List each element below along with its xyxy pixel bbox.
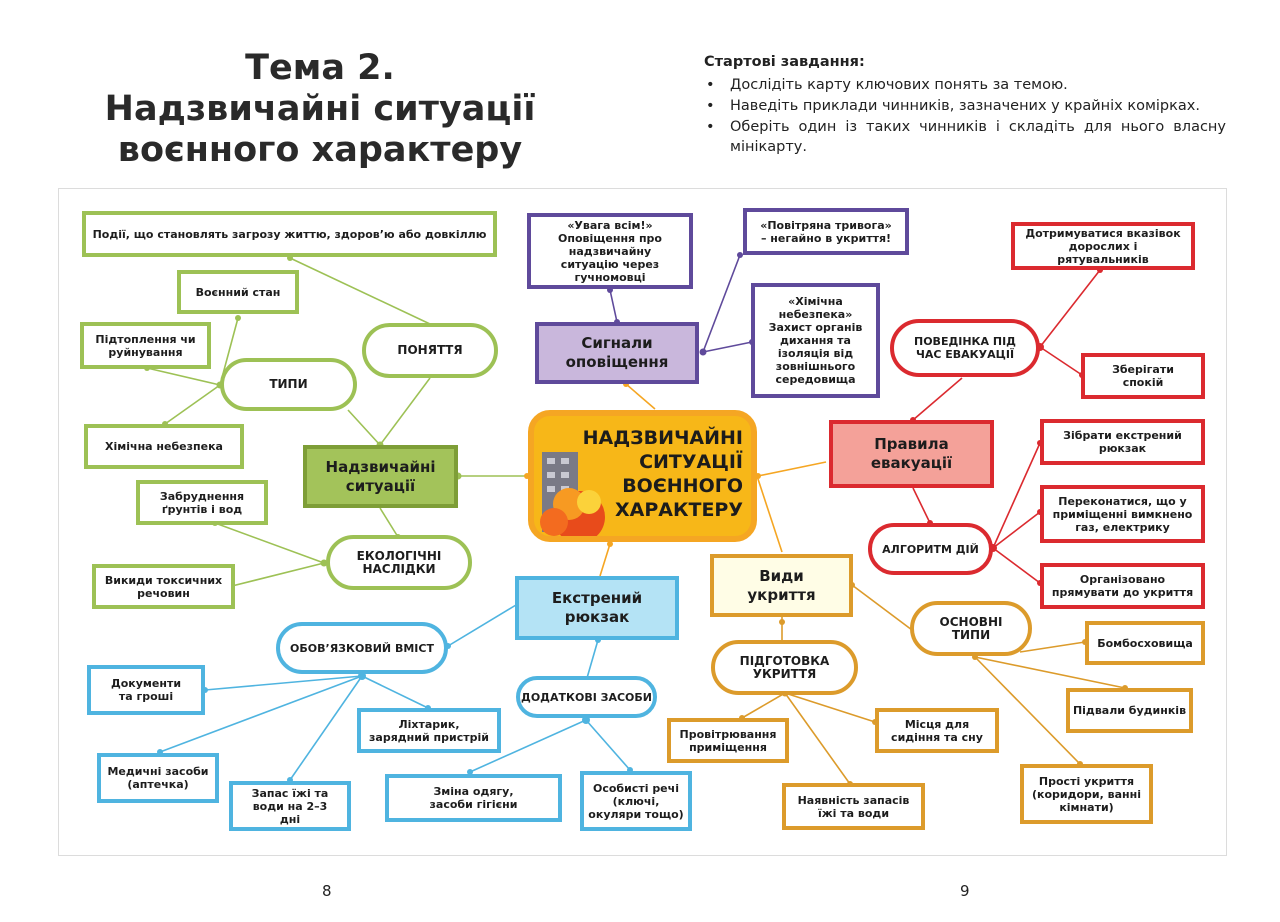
personal-items-node: Особисті речі (ключі, окуляри тощо) bbox=[580, 771, 692, 831]
tasks-heading: Стартові завдання: bbox=[704, 54, 865, 70]
explosion-building-icon bbox=[540, 452, 605, 536]
air-raid-signal-node: «Повітряна тривога» – негайно в укриття! bbox=[743, 208, 909, 255]
emergency-backpack-node: Екстрений рюкзак bbox=[515, 576, 679, 640]
simple-shelters-node: Прості укриття (коридори, ванні кімнати) bbox=[1020, 764, 1153, 824]
supplies-node: Наявність запасів їжі та води bbox=[782, 783, 925, 830]
attention-signal-node: «Увага всім!» Оповіщення про надзвичайну… bbox=[527, 213, 693, 289]
basic-types-node: ОСНОВНІ ТИПИ bbox=[910, 601, 1032, 656]
emergency-situations-node: Надзвичайні ситуації bbox=[303, 445, 458, 508]
starting-tasks: Стартові завдання: Дослідіть карту ключо… bbox=[704, 52, 1226, 158]
documents-node: Документи та гроші bbox=[87, 665, 205, 715]
evacuation-rules-node: Правила евакуації bbox=[829, 420, 994, 488]
definition-node: Події, що становлять загрозу життю, здор… bbox=[82, 211, 497, 257]
title-line-1: Тема 2. bbox=[245, 48, 395, 88]
martial-law-node: Воєнний стан bbox=[177, 270, 299, 314]
bomb-shelters-node: Бомбосховища bbox=[1085, 621, 1205, 665]
title-line-2: Надзвичайні ситуації bbox=[104, 89, 536, 129]
ventilation-node: Провітрювання приміщення bbox=[667, 718, 789, 763]
chemical-hazard-node: Хімічна небезпека bbox=[84, 424, 244, 469]
keep-calm-node: Зберігати спокій bbox=[1081, 353, 1205, 399]
central-line-2: СИТУАЦІЇ bbox=[639, 451, 743, 473]
central-topic: НАДЗВИЧАЙНІ СИТУАЦІЇ ВОЄННОГО ХАРАКТЕРУ bbox=[528, 410, 757, 542]
alert-signals-node: Сигнали оповіщення bbox=[535, 322, 699, 384]
tasks-list: Дослідіть карту ключових понять за темою… bbox=[704, 75, 1226, 157]
evacuation-behavior-node: ПОВЕДІНКА ПІД ЧАС ЕВАКУАЦІЇ bbox=[890, 319, 1040, 377]
page-number-right: 9 bbox=[960, 882, 970, 900]
clothes-hygiene-node: Зміна одягу, засоби гігієни bbox=[385, 774, 562, 822]
basements-node: Підвали будинків bbox=[1066, 688, 1193, 733]
extra-items-node: ДОДАТКОВІ ЗАСОБИ bbox=[516, 676, 657, 718]
central-line-1: НАДЗВИЧАЙНІ bbox=[582, 427, 743, 449]
central-line-4: ХАРАКТЕРУ bbox=[614, 499, 743, 521]
page-title: Тема 2. Надзвичайні ситуації воєнного ха… bbox=[70, 48, 570, 171]
central-line-3: ВОЄННОГО bbox=[622, 475, 743, 497]
task-item: Наведіть приклади чинників, зазначених у… bbox=[704, 96, 1226, 116]
follow-instructions-node: Дотримуватися вказівок дорослих і рятува… bbox=[1011, 222, 1195, 270]
toxic-emissions-node: Викиди токсичних речовин bbox=[92, 564, 235, 609]
eco-consequences-node: ЕКОЛОГІЧНІ НАСЛІДКИ bbox=[326, 535, 472, 590]
concept-node: ПОНЯТТЯ bbox=[362, 323, 498, 378]
check-utilities-node: Переконатися, що у приміщенні вимкнено г… bbox=[1040, 485, 1205, 543]
seats-node: Місця для сидіння та сну bbox=[875, 708, 999, 753]
chemical-signal-node: «Хімічна небезпека» Захист органів дихан… bbox=[751, 283, 880, 398]
title-line-3: воєнного характеру bbox=[117, 130, 523, 170]
flooding-node: Підтоплення чи руйнування bbox=[80, 322, 211, 369]
action-algorithm-node: АЛГОРИТМ ДІЙ bbox=[868, 523, 993, 575]
shelter-types-node: Види укриття bbox=[710, 554, 853, 617]
food-water-node: Запас їжі та води на 2–3 дні bbox=[229, 781, 351, 831]
soil-pollution-node: Забруднення ґрунтів і вод bbox=[136, 480, 268, 525]
task-item: Дослідіть карту ключових понять за темою… bbox=[704, 75, 1226, 95]
central-topic-text: НАДЗВИЧАЙНІ СИТУАЦІЇ ВОЄННОГО ХАРАКТЕРУ bbox=[583, 426, 743, 522]
page-number-left: 8 bbox=[322, 882, 332, 900]
shelter-prep-node: ПІДГОТОВКА УКРИТТЯ bbox=[711, 640, 858, 695]
pack-backpack-node: Зібрати екстрений рюкзак bbox=[1040, 419, 1205, 465]
first-aid-node: Медичні засоби (аптечка) bbox=[97, 753, 219, 803]
task-item: Оберіть один із таких чинників і складіт… bbox=[704, 117, 1226, 157]
mandatory-contents-node: ОБОВ’ЯЗКОВИЙ ВМІСТ bbox=[276, 622, 448, 674]
concept-map-frame bbox=[58, 188, 1227, 856]
types-node: ТИПИ bbox=[220, 358, 357, 411]
flashlight-node: Ліхтарик, зарядний пристрій bbox=[357, 708, 501, 753]
go-to-shelter-node: Організовано прямувати до укриття bbox=[1040, 563, 1205, 609]
